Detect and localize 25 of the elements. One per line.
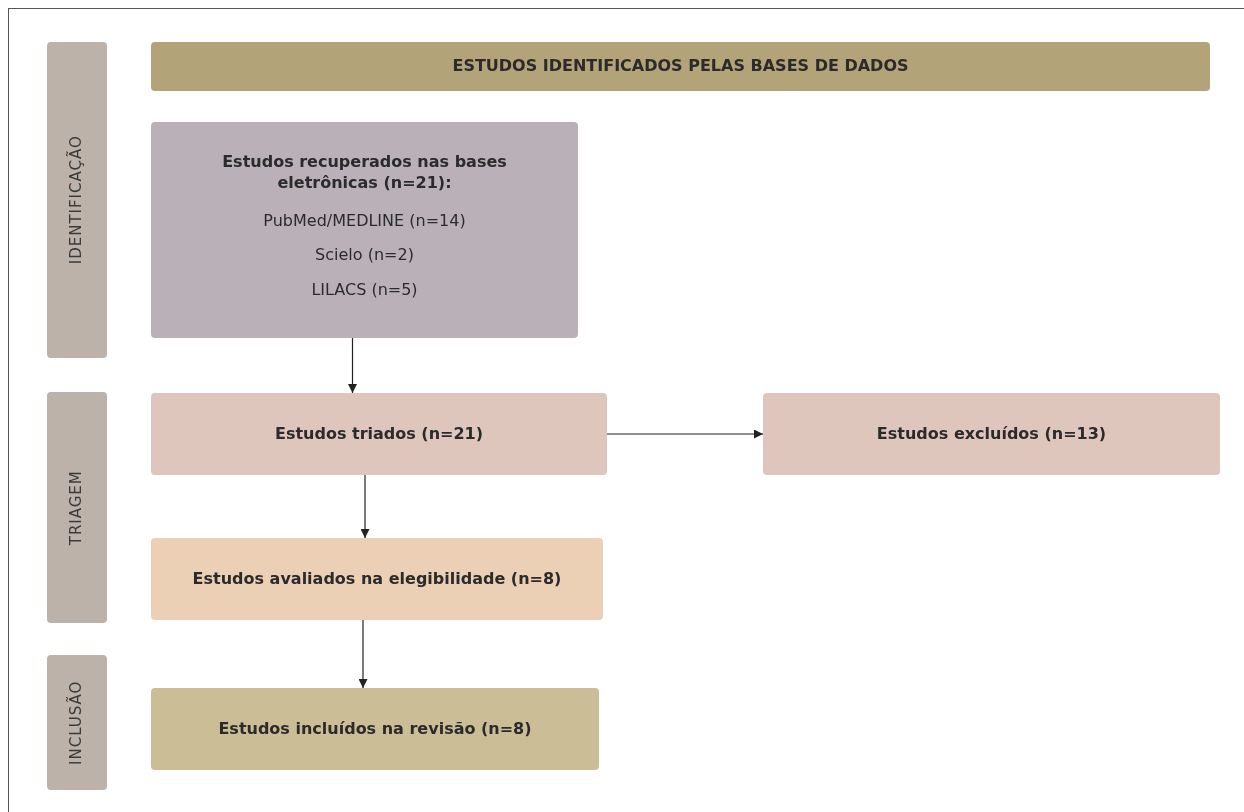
stage-band <box>47 655 107 790</box>
process-box <box>151 122 578 338</box>
database-count: PubMed/MEDLINE (n=14) <box>263 210 466 232</box>
process-box <box>763 393 1220 475</box>
arrow <box>360 474 370 539</box>
arrow <box>358 619 368 689</box>
process-box <box>151 393 607 475</box>
header-bar <box>151 42 1210 91</box>
arrow <box>606 429 764 439</box>
database-count: Scielo (n=2) <box>315 245 414 267</box>
stage-band <box>47 42 107 358</box>
box-title: Estudos triados (n=21) <box>274 423 484 445</box>
box-title: Estudos avaliados na elegibilidade (n=8) <box>192 568 562 590</box>
box-title: Estudos incluídos na revisão (n=8) <box>218 718 532 740</box>
stage-band <box>47 392 107 623</box>
database-count: LILACS (n=5) <box>311 280 418 301</box>
process-box <box>151 688 599 770</box>
stage-label: TRIAGEM <box>67 469 87 546</box>
stage-label: INCLUSÃO <box>67 680 87 765</box>
arrow <box>348 337 357 394</box>
box-title: Estudos recuperados nas bases eletrônicas (n=21): <box>221 152 508 194</box>
process-box <box>151 538 603 620</box>
header-title: ESTUDOS IDENTIFICADOS PELAS BASES DE DADOS <box>452 56 909 77</box>
box-title: Estudos excluídos (n=13) <box>876 423 1107 445</box>
stage-label: IDENTIFICAÇÃO <box>67 135 87 265</box>
